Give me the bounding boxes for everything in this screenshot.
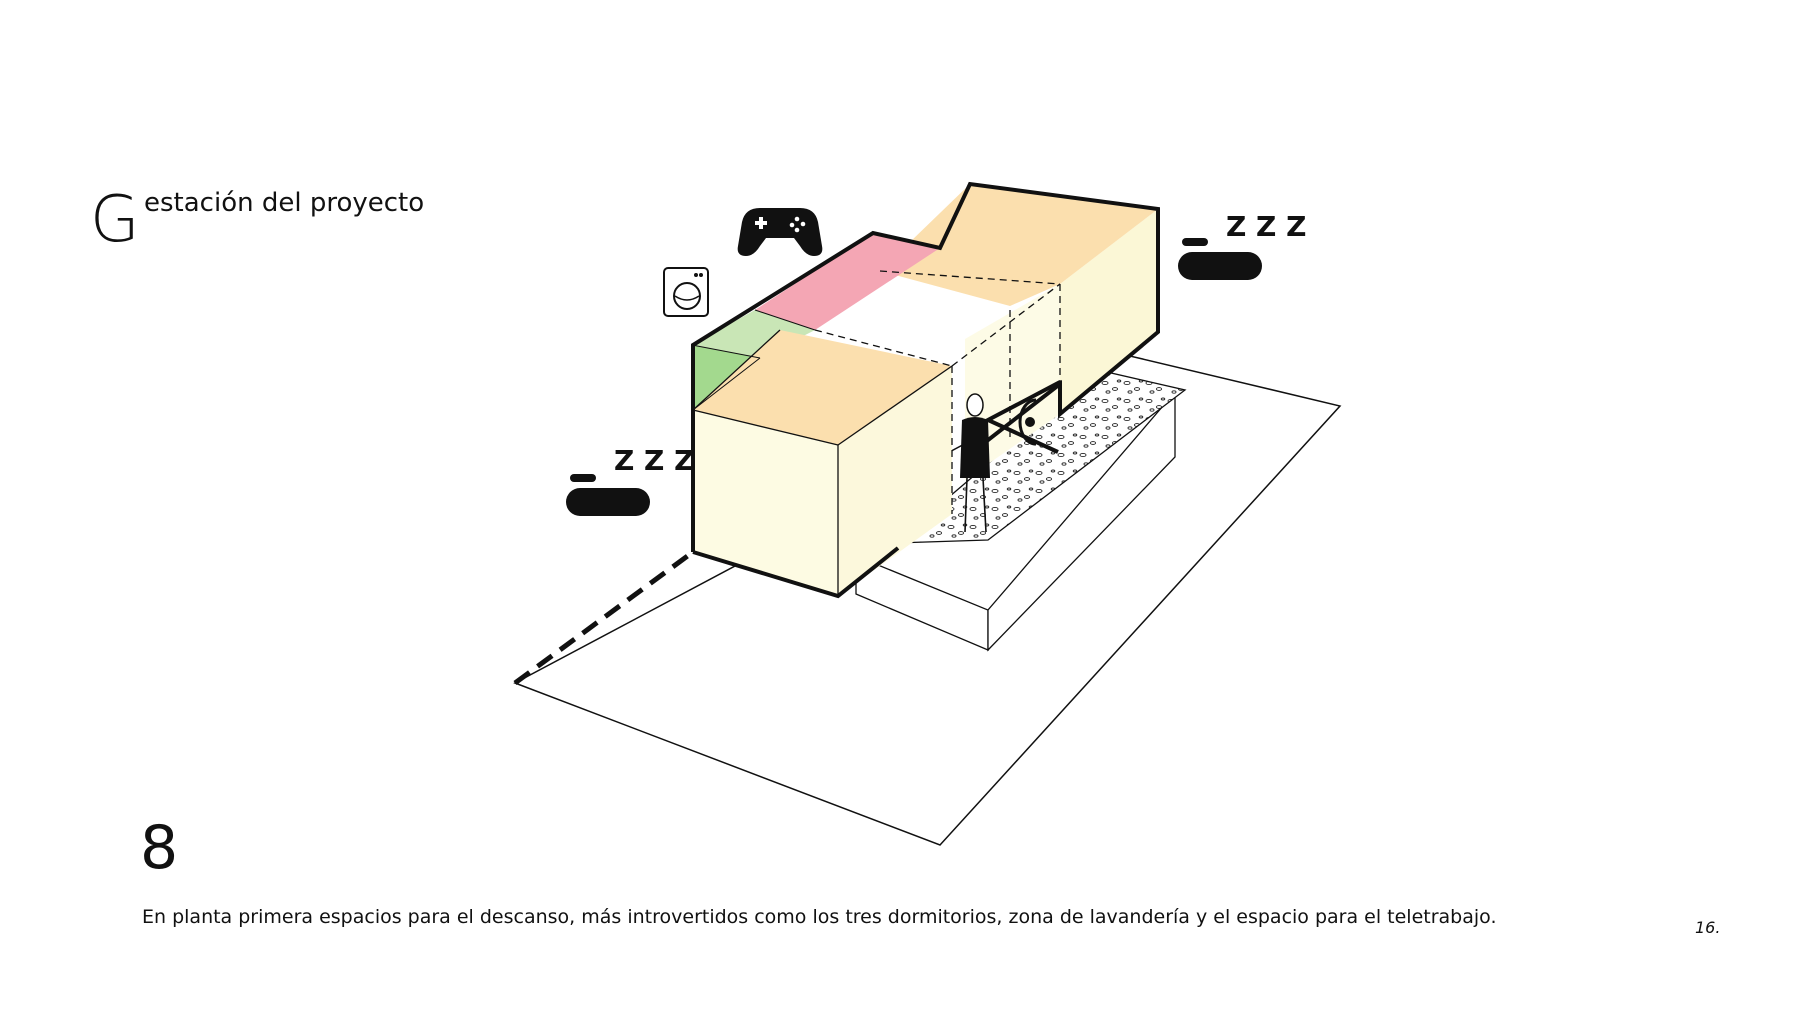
rear-volume-side <box>1060 209 1158 414</box>
step-number: 8 <box>140 813 179 883</box>
person-figure <box>960 393 990 533</box>
title-text: estación del proyecto <box>144 188 425 218</box>
front-volume-side <box>838 366 952 596</box>
telework-zone <box>755 233 940 330</box>
sleep-label-left: Z Z Z <box>614 444 694 477</box>
bed-icon-right <box>1178 238 1262 280</box>
washing-machine-icon <box>663 267 709 317</box>
mid-volume-side <box>965 284 1060 480</box>
title-initial: G <box>90 183 140 257</box>
laundry-zone-light <box>692 310 815 358</box>
front-volume-top <box>693 330 952 445</box>
game-controller-icon <box>737 208 823 256</box>
page-number: 16. <box>1695 918 1721 937</box>
caption-text: En planta primera espacios para el desca… <box>142 906 1497 928</box>
site-boundary-dashed <box>513 549 695 686</box>
eye-icon <box>983 380 1061 454</box>
laundry-zone <box>692 345 760 410</box>
bed-icon-left <box>566 474 650 516</box>
plinth-side <box>855 555 989 651</box>
front-volume-front <box>693 410 838 596</box>
sleep-label-right: Z Z Z <box>1226 210 1306 243</box>
